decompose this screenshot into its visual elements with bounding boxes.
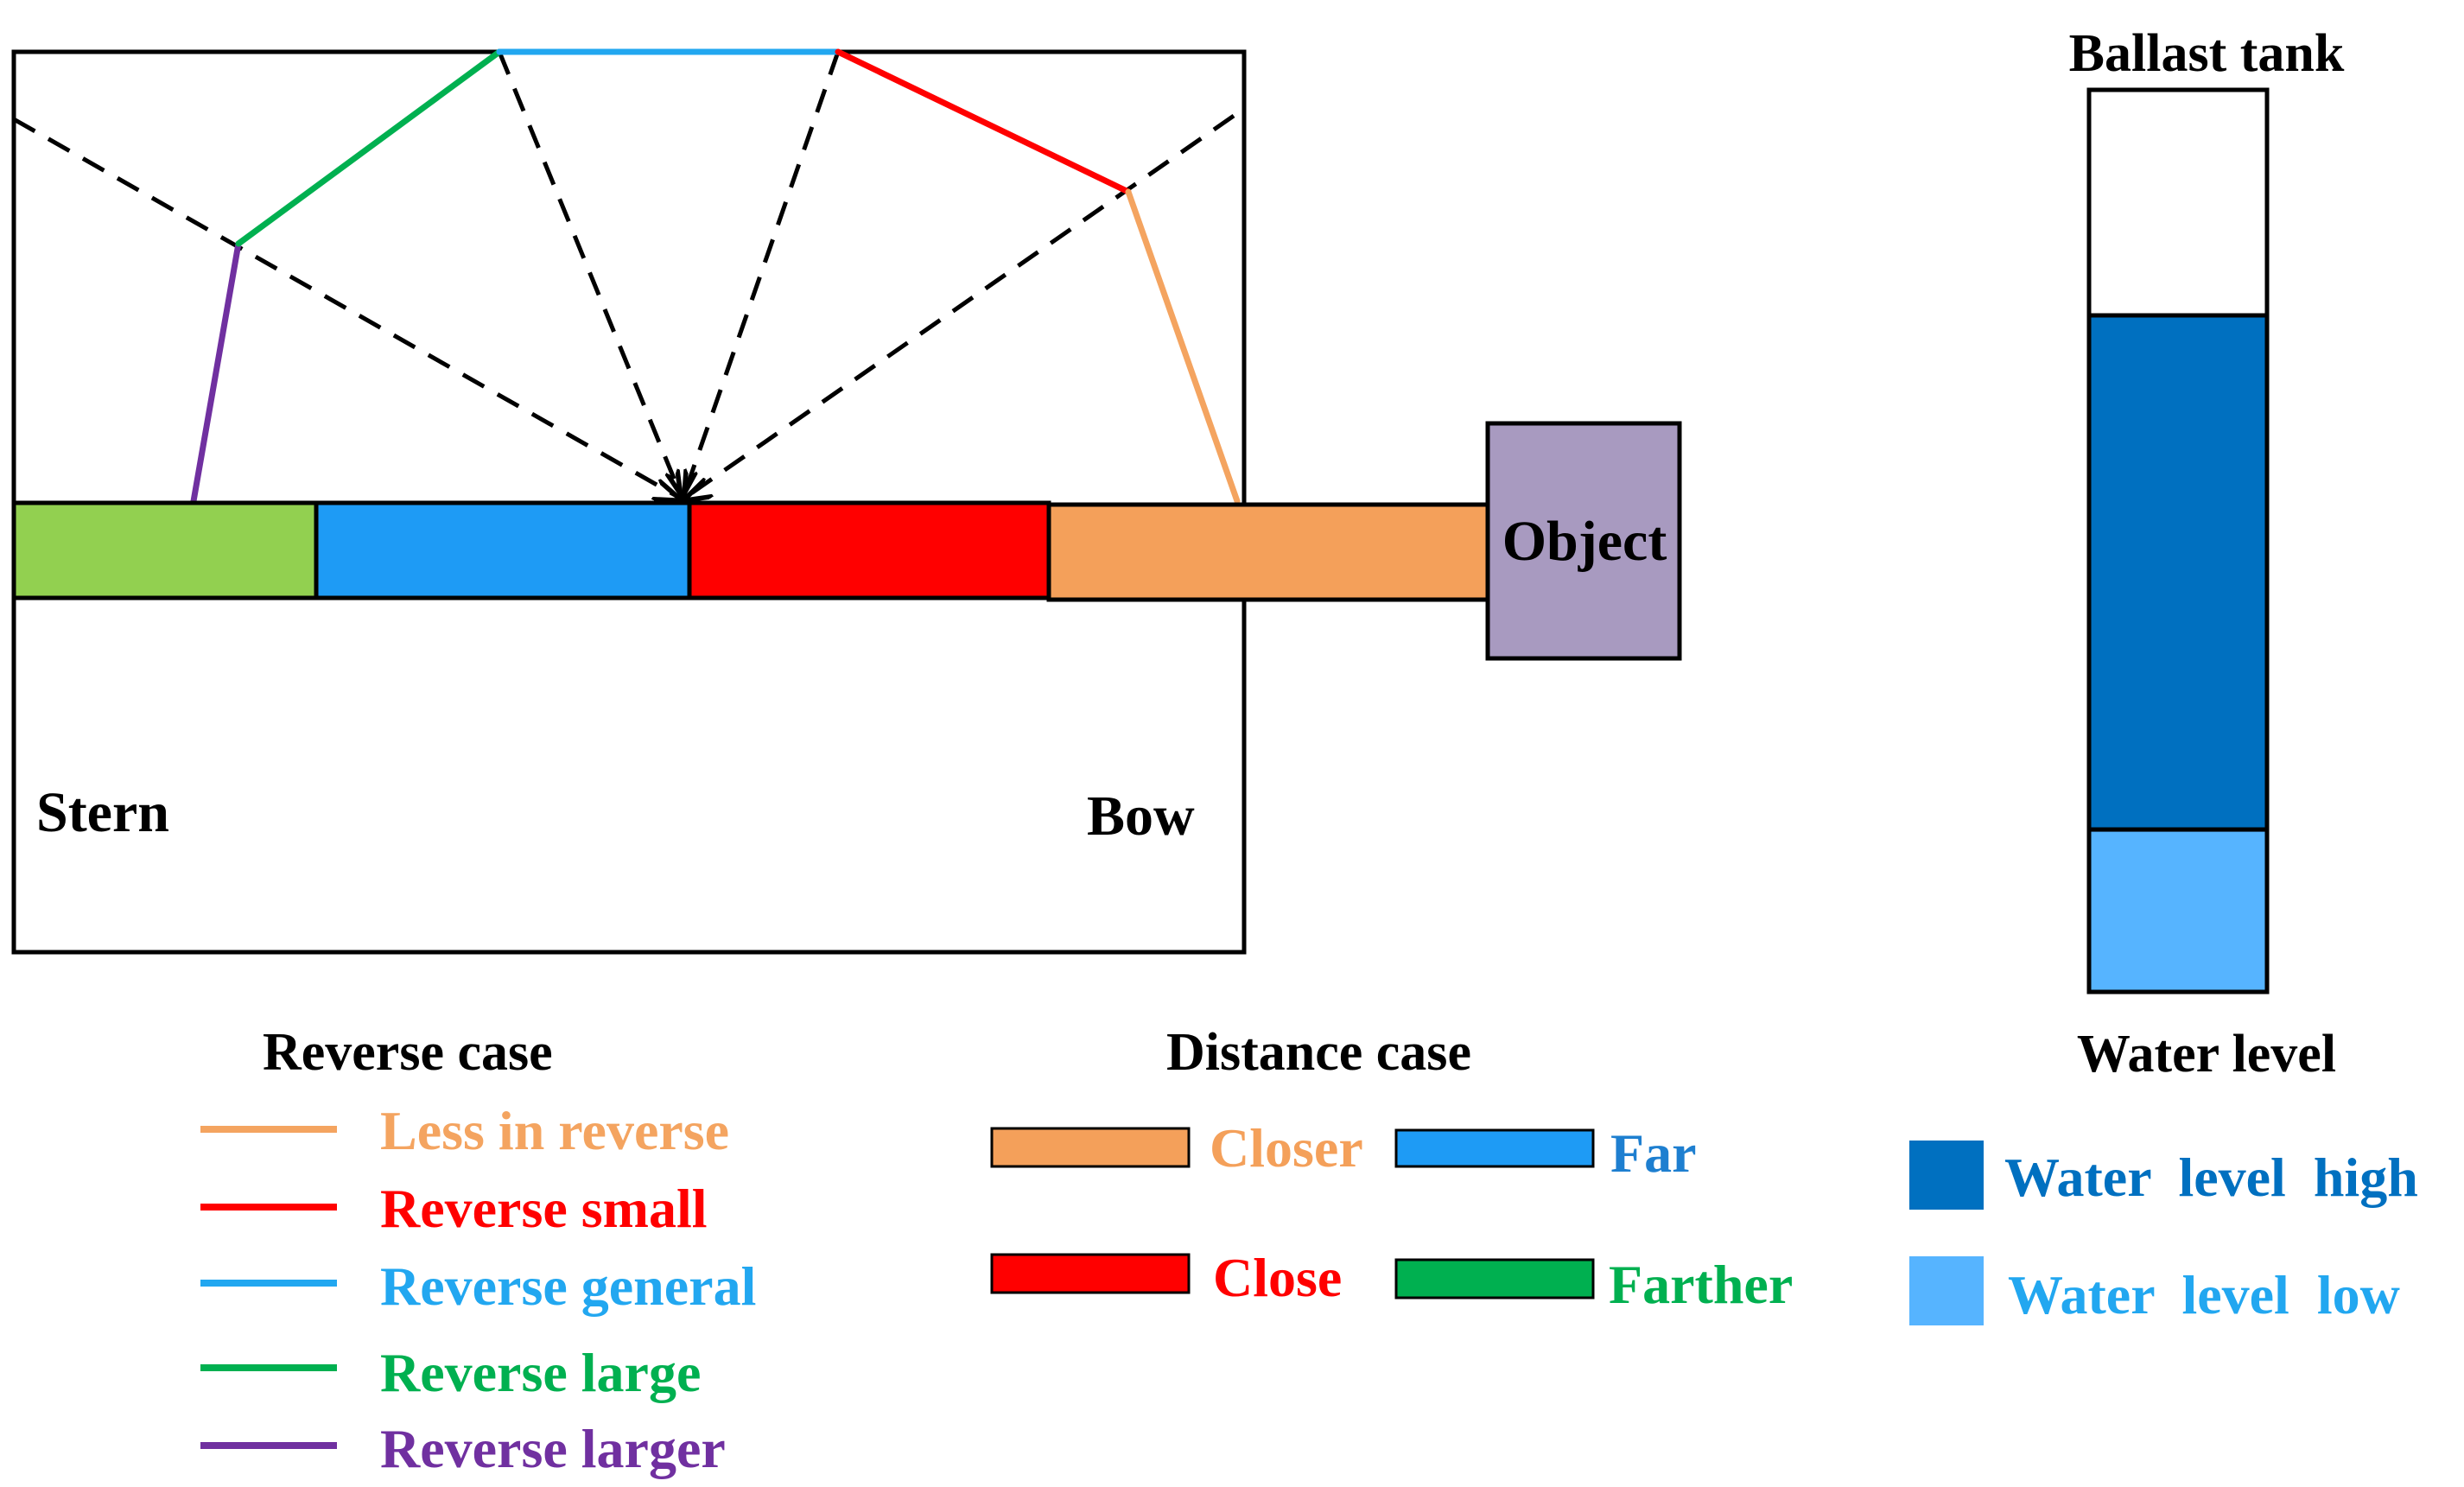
tank-water-low bbox=[2086, 827, 2270, 995]
legend-label: Closer bbox=[1210, 1117, 1363, 1179]
path-reverse-larger bbox=[190, 240, 242, 505]
legend-label: Water level high bbox=[2004, 1147, 2418, 1208]
object-box bbox=[1485, 421, 1682, 661]
water-legend: Water level high Water level low bbox=[1909, 1141, 2418, 1325]
legend-swatch bbox=[990, 1127, 1191, 1168]
distance-legend-title: Distance case bbox=[1166, 1023, 1471, 1082]
segment-far bbox=[314, 500, 692, 601]
water-level-caption: Water level bbox=[2077, 1025, 2336, 1083]
legend-item-farther: Farther bbox=[1394, 1254, 1793, 1315]
stern-label: Stern bbox=[36, 781, 169, 844]
legend-item-reverse-small: Reverse small bbox=[200, 1178, 708, 1239]
path-reverse-small bbox=[835, 48, 1132, 195]
legend-item-reverse-large: Reverse large bbox=[200, 1342, 701, 1403]
legend-swatch bbox=[1909, 1141, 1984, 1210]
legend-item-close: Close bbox=[990, 1247, 1342, 1308]
tank-water-high bbox=[2086, 313, 2270, 832]
legend-label: Reverse small bbox=[380, 1178, 708, 1239]
path-reverse-large bbox=[235, 48, 503, 247]
legend-label: Farther bbox=[1609, 1254, 1793, 1315]
path-less-in-reverse bbox=[1125, 188, 1241, 505]
bow-label: Bow bbox=[1087, 785, 1195, 848]
legend-item-reverse-larger: Reverse larger bbox=[200, 1418, 726, 1479]
distance-legend: Distance case Closer Far Close Farther bbox=[990, 1023, 1793, 1315]
reverse-legend-title: Reverse case bbox=[263, 1023, 553, 1082]
reverse-path bbox=[190, 48, 1241, 505]
legend-swatch bbox=[1394, 1258, 1595, 1300]
legend-item-water-level-low: Water level low bbox=[1909, 1256, 2400, 1325]
ballast-tank bbox=[2086, 87, 2270, 995]
legend-label: Less in reverse bbox=[380, 1100, 729, 1161]
hull-bar bbox=[11, 500, 1494, 602]
ray-stern-mid bbox=[497, 51, 683, 499]
dashed-rays bbox=[12, 51, 1235, 499]
reverse-legend: Reverse case Less in reverse Reverse sma… bbox=[200, 1023, 756, 1479]
object-label: Object bbox=[1502, 510, 1667, 573]
legend-label: Water level low bbox=[2008, 1264, 2400, 1325]
legend-label: Far bbox=[1610, 1122, 1697, 1184]
segment-farther bbox=[11, 500, 319, 601]
legend-item-less-in-reverse: Less in reverse bbox=[200, 1100, 729, 1161]
legend-label: Reverse general bbox=[380, 1255, 756, 1317]
legend-item-closer: Closer bbox=[990, 1117, 1363, 1179]
legend-label: Reverse large bbox=[380, 1342, 701, 1403]
legend-swatch bbox=[1394, 1128, 1595, 1168]
legend-swatch bbox=[990, 1253, 1191, 1294]
legend-item-reverse-general: Reverse general bbox=[200, 1255, 756, 1317]
legend-item-far: Far bbox=[1394, 1122, 1697, 1184]
ray-stern bbox=[12, 117, 683, 499]
segment-closer bbox=[1046, 502, 1494, 602]
legend-label: Reverse larger bbox=[380, 1418, 726, 1479]
legend-swatch bbox=[1909, 1256, 1984, 1325]
ballast-tank-title: Ballast tank bbox=[2069, 24, 2345, 83]
segment-close bbox=[687, 500, 1051, 601]
legend-item-water-level-high: Water level high bbox=[1909, 1141, 2418, 1210]
ray-bow-mid bbox=[683, 51, 841, 499]
legend-label: Close bbox=[1213, 1247, 1342, 1308]
ray-bow bbox=[683, 113, 1235, 499]
